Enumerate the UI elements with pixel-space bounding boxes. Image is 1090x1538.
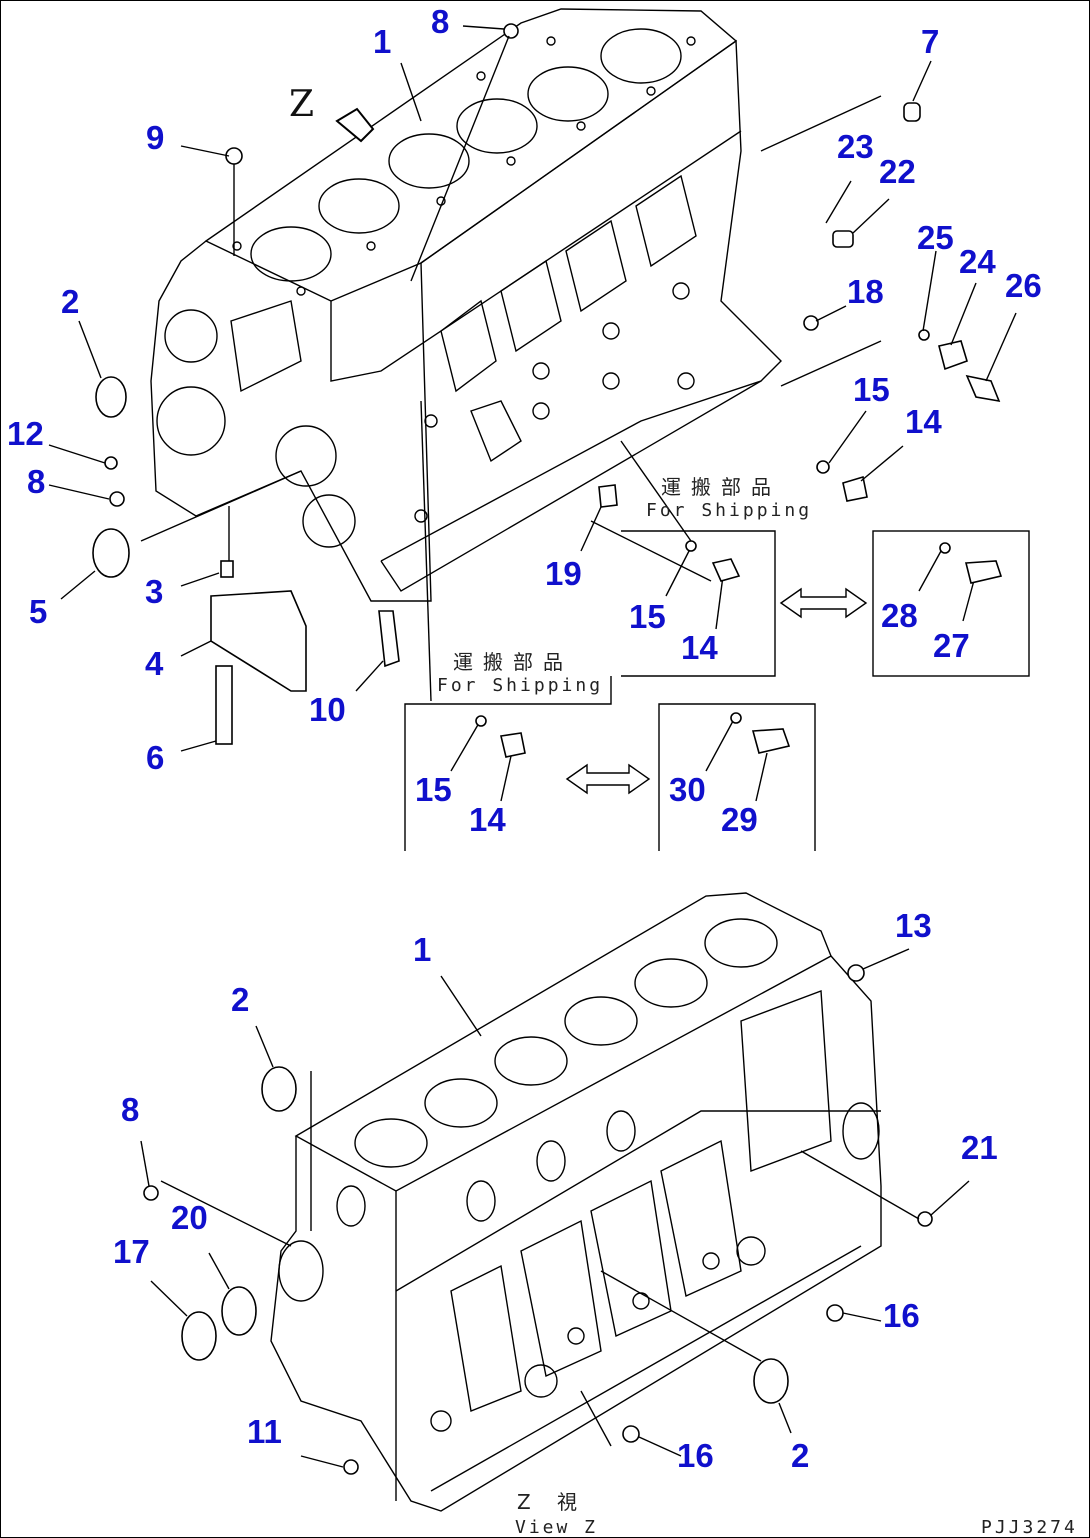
callout-14: 14 [905,403,942,440]
for-shipping-jp-1: 運搬部品 [661,475,781,499]
shipping-boxes [404,530,1030,851]
callout-29: 29 [721,801,758,838]
for-shipping-jp-2: 運搬部品 [453,650,573,674]
view-z-jp: Z 視 [517,1490,587,1514]
callout-2: 2 [61,283,79,320]
view-z-en: View Z [515,1517,598,1538]
for-shipping-en-2: For Shipping [437,675,603,696]
callout-14: 14 [469,801,506,838]
callout-6: 6 [146,739,164,776]
lower-parts [143,964,933,1475]
drawing-code: PJJ3274 [981,1517,1078,1538]
callout-15: 15 [629,598,666,635]
callout-14: 14 [681,629,718,666]
callout-28: 28 [881,597,918,634]
cylinder-block-lower [270,892,882,1512]
callout-2: 2 [791,1437,809,1474]
callout-15: 15 [415,771,452,808]
view-z-arrow-icon [335,107,375,143]
callout-8: 8 [121,1091,139,1128]
leader-lines-upper [48,25,1017,802]
cylinder-block-upper [150,8,782,602]
callout-12: 12 [7,415,44,452]
callout-20: 20 [171,1199,208,1236]
callout-3: 3 [145,573,163,610]
callout-2: 2 [231,981,249,1018]
for-shipping-en-1: For Shipping [646,500,812,521]
callout-22: 22 [879,153,916,190]
callout-16: 16 [677,1437,714,1474]
callout-27: 27 [933,627,970,664]
view-letter-z: Z [289,84,314,125]
double-arrow-icon [779,587,868,619]
callout-8: 8 [27,463,45,500]
callout-7: 7 [921,23,939,60]
callout-30: 30 [669,771,706,808]
callout-26: 26 [1005,267,1042,304]
callout-5: 5 [29,593,47,630]
callout-13: 13 [895,907,932,944]
callout-17: 17 [113,1233,150,1270]
callout-16: 16 [883,1297,920,1334]
callout-numbers: 1 8 7 9 23 22 25 24 26 2 18 15 14 12 8 1… [7,3,1042,1474]
callout-9: 9 [146,119,164,156]
callout-25: 25 [917,219,954,256]
callout-21: 21 [961,1129,998,1166]
callout-18: 18 [847,273,884,310]
leader-lines-lower [140,948,970,1468]
callout-23: 23 [837,128,874,165]
callout-24: 24 [959,243,996,280]
callout-8: 8 [431,3,449,40]
callout-1: 1 [373,23,391,60]
callout-4: 4 [145,645,164,682]
callout-15: 15 [853,371,890,408]
double-arrow-icon [565,763,651,795]
callout-1: 1 [413,931,431,968]
callout-19: 19 [545,555,582,592]
callout-11: 11 [247,1413,282,1450]
upper-parts [92,23,1001,745]
callout-10: 10 [309,691,346,728]
